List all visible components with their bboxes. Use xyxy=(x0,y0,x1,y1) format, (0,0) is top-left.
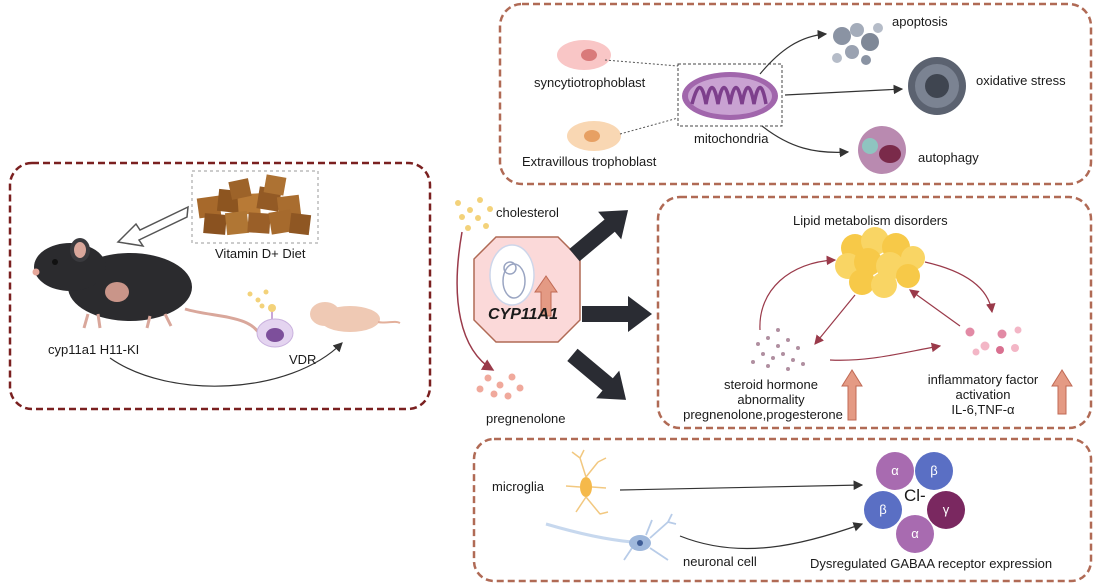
vdr-label: VDR xyxy=(289,352,317,367)
dark-arrow-up xyxy=(569,210,629,262)
vdr-cell-icon xyxy=(247,289,294,348)
microglia-label: microglia xyxy=(492,479,545,494)
pregnenolone-label: pregnenolone xyxy=(486,411,566,426)
steroid-line-1: steroid hormone xyxy=(724,377,818,392)
cyp11a1-badge xyxy=(473,236,581,343)
dark-arrow-down xyxy=(567,348,627,400)
receptor-alpha-bottom xyxy=(896,515,934,553)
oxidative-stress-icon xyxy=(908,57,966,115)
cholesterol-to-pregnenolone-arrow xyxy=(456,231,495,371)
steroid-hormone-icon xyxy=(751,328,805,371)
autophagy-icon xyxy=(858,126,906,174)
extravillous-label: Extravillous trophoblast xyxy=(522,154,657,169)
extravillous-icon xyxy=(567,121,621,151)
neuron-to-receptor-arrow xyxy=(679,522,864,550)
receptor-gamma-right xyxy=(927,491,965,529)
neuronal-cell-icon xyxy=(545,513,677,561)
autophagy-label: autophagy xyxy=(918,150,979,165)
mouse-label: cyp11a1 H11-KI xyxy=(48,342,140,357)
middle-panel-frame xyxy=(656,195,1093,430)
inflam-line-1: inflammatory factor xyxy=(927,372,1039,387)
syncytiotrophoblast-label: syncytiotrophoblast xyxy=(534,75,646,90)
inflam-to-lipid-arrow xyxy=(909,289,961,327)
dark-arrow-right xyxy=(582,296,652,332)
gabaa-receptor xyxy=(864,452,965,553)
connector-extravillous xyxy=(619,117,679,135)
mito-to-apoptosis-arrow xyxy=(759,29,828,75)
cyp11a1-up-arrow xyxy=(534,275,558,317)
apoptosis-icon xyxy=(832,23,883,65)
mitochondria-icon xyxy=(677,63,783,127)
pregnenolone-icon xyxy=(476,373,524,400)
lipid-metabolism-title: Lipid metabolism disorders xyxy=(793,213,948,228)
diet-label: Vitamin D+ Diet xyxy=(215,246,306,261)
mouse-to-pup-arrow xyxy=(109,342,343,387)
chloride-label: Cl- xyxy=(904,486,926,505)
steroid-up-arrow xyxy=(841,369,863,421)
inflam-line-3: IL-6,TNF-α xyxy=(951,402,1015,417)
receptor-beta-top xyxy=(915,452,953,490)
apoptosis-label: apoptosis xyxy=(892,14,948,29)
receptor-beta-left xyxy=(864,491,902,529)
diet-to-mouse-arrow xyxy=(116,205,189,248)
top-panel-frame xyxy=(498,2,1093,186)
subunit-gamma-right-label: γ xyxy=(942,502,950,517)
vitamin-d-diet-icon xyxy=(191,170,319,244)
inflam-line-2: activation xyxy=(955,387,1011,402)
cyp11a1-gene-label: CYP11A1 xyxy=(488,306,558,323)
receptor-alpha-top xyxy=(876,452,914,490)
syncytiotrophoblast-icon xyxy=(557,40,611,70)
connector-syncytio xyxy=(604,59,679,67)
microglia-to-receptor-arrow xyxy=(619,480,864,491)
left-panel-frame xyxy=(8,161,432,411)
subunit-beta-left-label: β xyxy=(879,502,887,517)
steroid-to-lipid-arrow xyxy=(759,255,837,331)
lipid-to-inflam-arrow xyxy=(924,261,996,314)
subunit-beta-top-label: β xyxy=(930,463,938,478)
steroid-line-3: pregnenolone,progesterone xyxy=(683,407,843,422)
mito-to-autophagy-arrow xyxy=(761,125,850,158)
steroid-to-inflam-arrow xyxy=(829,342,942,361)
microglia-icon xyxy=(565,449,609,515)
mouse-icon xyxy=(32,238,264,341)
subunit-alpha-top-label: α xyxy=(891,463,899,478)
inflammatory-factor-icon xyxy=(965,326,1022,356)
oxidative-stress-label: oxidative stress xyxy=(976,73,1066,88)
mito-to-oxidative-arrow xyxy=(784,84,904,96)
mitochondria-label: mitochondria xyxy=(694,131,769,146)
steroid-line-2: abnormality xyxy=(737,392,805,407)
lipid-droplets-icon xyxy=(835,227,925,298)
cholesterol-icon xyxy=(455,197,493,231)
bottom-panel-frame xyxy=(472,437,1093,583)
subunit-alpha-bottom-label: α xyxy=(911,526,919,541)
cholesterol-label: cholesterol xyxy=(496,205,559,220)
lipid-to-steroid-arrow xyxy=(814,294,856,345)
neuronal-cell-label: neuronal cell xyxy=(683,554,757,569)
inflam-up-arrow xyxy=(1051,369,1073,415)
gabaa-caption: Dysregulated GABAA receptor expression xyxy=(810,556,1053,571)
newborn-pup-icon xyxy=(310,302,401,332)
